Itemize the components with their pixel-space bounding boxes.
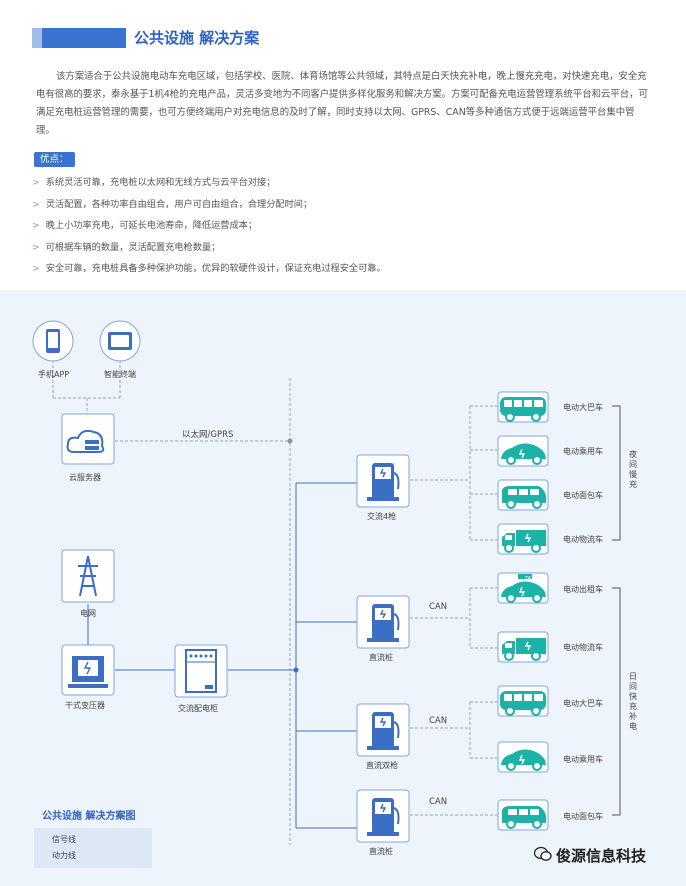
advantage-item: > 晚上小功率充电，可延长电池寿命，降低运营成本；: [32, 215, 386, 237]
taxi-icon: [497, 572, 549, 604]
wechat-icon: [533, 846, 552, 862]
car-icon: [497, 435, 549, 467]
charger-label: 直流桩: [369, 653, 393, 662]
vehicle-label: 电动出租车: [563, 585, 603, 594]
can-label: CAN: [429, 716, 448, 726]
transformer-label: 干式变压器: [65, 701, 105, 710]
vehicle-label: 电动乘用车: [563, 447, 603, 456]
advantage-text: 系统灵活可靠，充电桩以太网和无线方式与云平台对接；: [45, 177, 276, 188]
vehicle-label: 电动大巴车: [563, 699, 603, 708]
power-tower-icon: [61, 549, 115, 603]
phone-app-label: 手机APP: [38, 370, 70, 379]
charger-label: 直流桩: [369, 847, 393, 856]
vehicle-label: 电动物流车: [563, 643, 603, 652]
van-icon: [497, 799, 549, 831]
ethernet-gprs-label: 以太网/GPRS: [182, 430, 234, 440]
night-charging-label: 夜间慢充: [629, 450, 637, 489]
power-lines: [87, 482, 357, 829]
grid-label: 电网: [80, 609, 96, 618]
advantage-text: 可根据车辆的数量，灵活配置充电枪数量；: [45, 241, 221, 253]
advantage-item: > 安全可靠，充电桩具备多种保护功能，优异的软硬件设计，保证充电过程安全可靠。: [32, 258, 386, 280]
bus-icon: [497, 391, 549, 423]
distribution-cabinet-icon: [174, 644, 228, 698]
bus-icon: [497, 685, 549, 717]
chevron-right-icon: >: [32, 177, 40, 188]
diagram-svg: TAXI: [32, 320, 621, 857]
day-charging-label: 日间快充补电: [629, 672, 637, 731]
ac-cabinet-label: 交流配电柜: [178, 704, 218, 713]
charger-icon: [356, 703, 410, 757]
vehicle-label: 电动大巴车: [563, 403, 603, 412]
legend-box: [34, 828, 152, 868]
advantages-badge: 优点：: [34, 152, 75, 167]
phone-icon: [32, 320, 74, 362]
taxi-text: TAXI: [524, 576, 536, 582]
cloud-server-label: 云服务器: [69, 473, 101, 482]
charger-icon: [356, 789, 410, 843]
legend-title: 公共设施 解决方案图: [42, 811, 136, 822]
intro-paragraph: 该方案适合于公共设施电动车充电区域，包括学校、医院、体育场馆等公共领域，其特点是…: [36, 71, 648, 136]
advantage-item: > 灵活配置，各种功率自由组合，用户可自由组合，合理分配时间；: [32, 194, 386, 216]
chevron-right-icon: >: [32, 198, 40, 210]
car-icon: [497, 741, 549, 773]
charger-label: 直流双枪: [366, 761, 398, 770]
charger-icon: [356, 454, 410, 508]
advantage-text: 灵活配置，各种功率自由组合，用户可自由组合，合理分配时间；: [45, 198, 313, 210]
chevron-right-icon: >: [32, 241, 40, 253]
header-bar: [42, 28, 126, 48]
legend-power-label: 动力线: [52, 851, 76, 860]
vehicle-label: 电动物流车: [563, 535, 603, 544]
watermark-text: 俊源信息科技: [556, 847, 647, 865]
charger-icon: [356, 595, 410, 649]
header-bar-light: [32, 28, 42, 48]
advantage-item: > 系统灵活可靠，充电桩以太网和无线方式与云平台对接；: [32, 172, 386, 194]
can-label: CAN: [429, 602, 448, 612]
vehicle-label: 电动面包车: [563, 491, 603, 500]
advantages-list: > 系统灵活可靠，充电桩以太网和无线方式与云平台对接； > 灵活配置，各种功率自由组…: [32, 172, 386, 280]
van-icon: [497, 479, 549, 511]
smart-terminal-label: 智能终端: [104, 370, 136, 379]
vehicle-label: 电动面包车: [563, 812, 603, 821]
page-title: 公共设施 解决方案: [134, 29, 260, 47]
signal-lines: [52, 360, 498, 845]
legend-signal-label: 信号线: [52, 835, 76, 844]
cloud-server-icon: [61, 413, 115, 465]
solution-diagram: TAXI: [0, 290, 686, 886]
tablet-icon: [99, 320, 141, 362]
advantage-text: 安全可靠，充电桩具备多种保护功能，优异的软硬件设计，保证充电过程安全可靠。: [45, 263, 386, 274]
transformer-icon: [61, 644, 115, 696]
truck-icon: [497, 631, 549, 663]
truck-icon: [497, 523, 549, 555]
vehicle-label: 电动乘用车: [563, 755, 603, 764]
advantage-item: > 可根据车辆的数量，灵活配置充电枪数量；: [32, 237, 386, 259]
group-brackets: [612, 405, 621, 816]
section-header: 公共设施 解决方案: [32, 26, 452, 52]
charger-label: 交流4枪: [367, 512, 397, 521]
advantage-text: 晚上小功率充电，可延长电池寿命，降低运营成本；: [45, 220, 258, 231]
chevron-right-icon: >: [32, 263, 40, 274]
can-label: CAN: [429, 797, 448, 807]
chevron-right-icon: >: [32, 220, 40, 231]
